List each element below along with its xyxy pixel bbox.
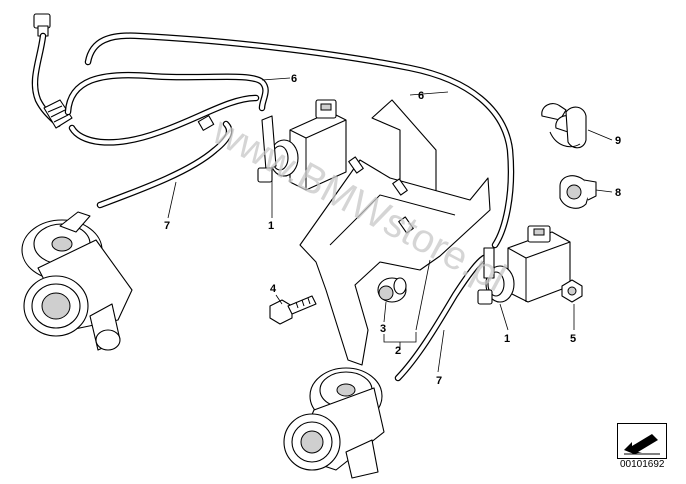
pressure-converter-upper xyxy=(257,99,347,191)
callout-7-left: 7 xyxy=(164,220,170,232)
hose-clip-single xyxy=(559,175,597,209)
vacuum-hose-connector xyxy=(31,13,73,129)
callout-3: 3 xyxy=(380,323,386,335)
vacuum-hose-6-long xyxy=(84,32,515,249)
callout-6-long: 6 xyxy=(418,90,424,102)
callout-1-upper: 1 xyxy=(268,220,274,232)
grommet xyxy=(377,277,407,303)
vacuum-hose-6-short xyxy=(64,71,269,146)
arrow-icon[interactable] xyxy=(617,423,667,459)
hex-nut xyxy=(561,279,583,303)
callout-5: 5 xyxy=(570,333,576,345)
hex-bolt xyxy=(269,295,317,325)
callout-6-short: 6 xyxy=(291,73,297,85)
callout-7-right: 7 xyxy=(436,375,442,387)
hose-clip-double xyxy=(541,103,587,149)
vacuum-hose-7-left xyxy=(96,115,233,209)
callout-9: 9 xyxy=(615,135,621,147)
egr-valve-left xyxy=(21,211,133,351)
egr-valve-right xyxy=(283,367,385,479)
catalog-number: 00101692 xyxy=(620,459,665,470)
leader-lines xyxy=(167,77,613,373)
mounting-bracket xyxy=(299,99,491,366)
callout-4: 4 xyxy=(270,283,277,295)
vacuum-hose-7-right xyxy=(394,254,488,382)
callout-2: 2 xyxy=(395,345,401,357)
pressure-converter-lower xyxy=(477,225,571,305)
callout-1-lower: 1 xyxy=(504,333,510,345)
callout-8: 8 xyxy=(615,187,621,199)
